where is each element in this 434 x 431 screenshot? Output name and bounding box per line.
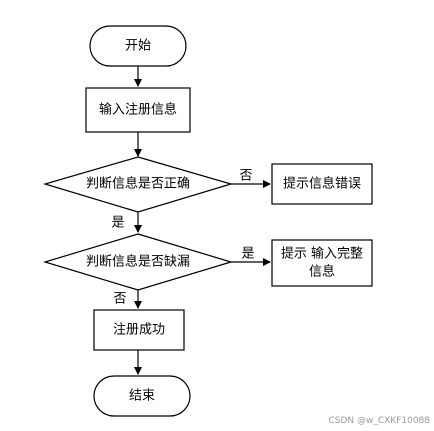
prompt-node xyxy=(271,239,373,287)
edge-label-missing-yes: 是 xyxy=(241,247,254,262)
prompt-node-line1: 提示 输入完整 xyxy=(281,246,363,262)
end-node xyxy=(93,375,191,417)
success-node-label: 注册成功 xyxy=(113,323,165,338)
edge-label-correct-yes: 是 xyxy=(111,216,124,231)
prompt-node-line2: 信息 xyxy=(309,264,335,280)
edge-label-correct-no: 否 xyxy=(239,169,252,184)
check-missing-label: 判断信息是否缺漏 xyxy=(86,254,190,270)
watermark: CSDN @w_CXKF10088 xyxy=(328,416,430,426)
input-node-label: 输入注册信息 xyxy=(99,102,177,118)
check-correct-decision xyxy=(42,156,234,213)
start-node xyxy=(89,25,187,67)
success-node xyxy=(93,309,185,351)
edge-label-missing-no: 否 xyxy=(113,292,126,307)
error-node-label: 提示信息错误 xyxy=(283,176,361,192)
start-node-label: 开始 xyxy=(125,39,151,54)
end-node-label: 结束 xyxy=(129,389,155,404)
input-node xyxy=(85,87,191,133)
check-correct-label: 判断信息是否正确 xyxy=(86,176,190,192)
error-node xyxy=(271,163,373,205)
check-missing-decision xyxy=(42,233,234,291)
